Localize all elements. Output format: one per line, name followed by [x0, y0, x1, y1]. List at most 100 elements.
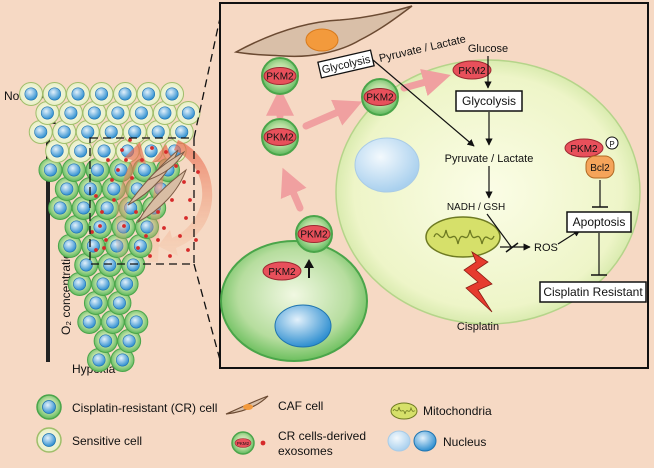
exosome-dot [188, 198, 192, 202]
legend-sensitive-cell: Sensitive cell [36, 427, 142, 453]
svg-text:PKM2: PKM2 [268, 267, 296, 278]
exosome-dot [144, 234, 148, 238]
exosome-transfer-arrows [266, 69, 451, 212]
mitochondrion [425, 216, 501, 258]
pkm2-exosome: PKM2 [261, 57, 299, 95]
ros-label: ROS [534, 242, 558, 254]
apoptosis-box [566, 211, 632, 233]
exosome-dot [184, 216, 188, 220]
zoom-line-bottom [193, 263, 221, 361]
inhibit-nadh-ros [486, 213, 513, 249]
exosome-dot [164, 150, 168, 154]
glycolysis-box [455, 90, 523, 112]
pkm2-upregulated: PKM2 [262, 259, 314, 281]
caf-nucleus [305, 28, 339, 52]
caf-cells-tumor [127, 149, 188, 224]
pkm2-label: PKM2 [300, 230, 328, 241]
svg-text:Sensitive cell: Sensitive cell [72, 434, 142, 448]
cr-cell [132, 158, 157, 182]
svg-text:CAF cell: CAF cell [278, 399, 323, 413]
svg-text:Nucleus: Nucleus [443, 435, 486, 449]
exosome-dots [90, 138, 200, 258]
exosome-dot [102, 246, 106, 250]
exosome-dot [156, 210, 160, 214]
pyruvate-lactate-top: Pyruvate / Lactate [378, 33, 467, 65]
cr-cell [57, 234, 82, 258]
svg-text:Bcl2: Bcl2 [590, 163, 610, 174]
exosome-dot [112, 198, 116, 202]
pkm2-exosome: PKM2 [261, 118, 299, 156]
exosome-dot [128, 138, 132, 142]
exosome-dot [124, 158, 128, 162]
cr-cell [91, 272, 116, 296]
cr-cell [117, 329, 142, 353]
pyruvate-lactate-label: Pyruvate / Lactate [445, 153, 534, 165]
exosome-dot [196, 170, 200, 174]
pkm2-bcl2-complex: PKM2 Bcl2 P [564, 136, 619, 179]
exosome-dot [104, 238, 108, 242]
nadh-gsh-label: NADH / GSH [447, 202, 505, 213]
exosome-dot [182, 180, 186, 184]
sensitive-cell [66, 82, 91, 106]
cr-cell [87, 348, 111, 372]
exosome-dot [110, 178, 114, 182]
cr-cell [100, 310, 125, 334]
exosome-dot [178, 234, 182, 238]
sensitive-cell [89, 82, 114, 106]
sensitive-cell [129, 101, 154, 125]
exosome-dot [94, 194, 98, 198]
legend-nucleus: Nucleus [387, 430, 486, 452]
exosome-dot [116, 168, 120, 172]
pkm2-sensitive-cell: PKM2 [452, 60, 492, 80]
exosome-dot [194, 238, 198, 242]
glycolysis-caf-box [317, 49, 375, 79]
exosome-flow-arrows [115, 140, 213, 262]
cr-cell [38, 158, 63, 182]
legend-mitochondria: Mitochondria [390, 402, 492, 420]
svg-text:Mitochondria: Mitochondria [423, 404, 492, 418]
exosome-dot [168, 254, 172, 258]
zoom-panel [219, 2, 649, 369]
svg-text:exosomes: exosomes [278, 444, 333, 458]
sensitive-cell [42, 82, 67, 106]
svg-text:P: P [609, 140, 614, 149]
sensitive-cell [105, 101, 130, 125]
exosome-dot [106, 158, 110, 162]
exosome-dot [94, 248, 98, 252]
glucose-label: Glucose [468, 43, 508, 55]
sensitive-cell [52, 120, 77, 144]
exosome-dot [130, 176, 134, 180]
apoptosis-label: Apoptosis [573, 215, 626, 229]
cr-cell [74, 253, 99, 277]
sensitive-cell [113, 82, 138, 106]
svg-text:PKM2: PKM2 [458, 66, 486, 77]
sensitive-cell [35, 101, 60, 125]
cr-cell [124, 310, 149, 334]
exosome-dot [170, 198, 174, 202]
exosome-dot [174, 164, 178, 168]
svg-text:PKM2: PKM2 [237, 441, 250, 446]
legend-caf-cell: CAF cell [225, 395, 323, 415]
exosome-dot [150, 146, 154, 150]
cisplatin-resistant-label: Cisplatin Resistant [543, 285, 643, 299]
exosome-dot [120, 148, 124, 152]
exosome-dot [90, 230, 94, 234]
svg-text:CR cells-derived: CR cells-derived [278, 429, 366, 443]
exosome-dot [162, 226, 166, 230]
pkm2-exosome: PKM2 [295, 215, 333, 253]
pkm2-label: PKM2 [266, 133, 294, 144]
cisplatin-label: Cisplatin [457, 321, 499, 333]
sensitive-cell [160, 82, 185, 106]
exosome-dot [136, 246, 140, 250]
legend-exosomes: PKM2 CR cells-derived exosomes [231, 429, 366, 458]
legend: Cisplatin-resistant (CR) cell Sensitive … [36, 394, 492, 458]
pkm2-label: PKM2 [366, 93, 394, 104]
zoom-box [89, 137, 195, 265]
exosome-dot [100, 210, 104, 214]
sensitive-cell [176, 101, 201, 125]
cisplatin-bolt [463, 251, 493, 313]
sensitive-cell [136, 82, 161, 106]
exosome-dot [186, 248, 190, 252]
